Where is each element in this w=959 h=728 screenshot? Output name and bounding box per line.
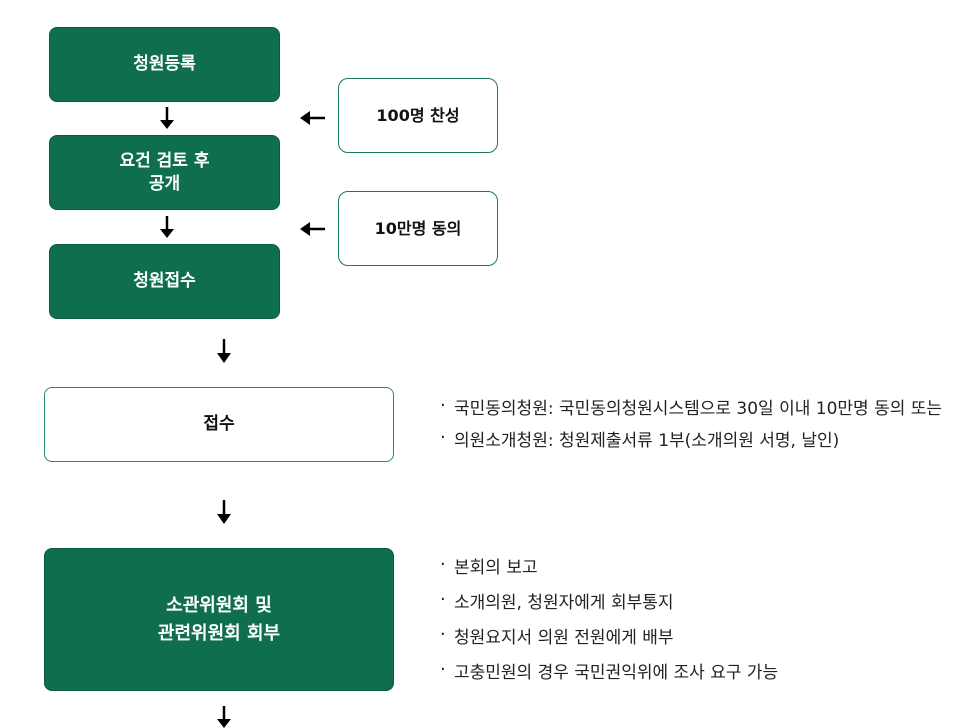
- note-item: 의원소개청원: 청원제출서류 1부(소개의원 서명, 날인): [440, 425, 945, 454]
- note-item: 소개의원, 청원자에게 회부통지: [440, 587, 945, 625]
- step-review-publish: 요건 검토 후 공개: [49, 135, 280, 210]
- step-petition-register: 청원등록: [49, 27, 280, 102]
- referral-notes: 본회의 보고 소개의원, 청원자에게 회부통지 청원요지서 의원 전원에게 배부…: [440, 552, 945, 695]
- note-item: 본회의 보고: [440, 552, 945, 590]
- left-arrow-icon: [300, 111, 325, 125]
- referral-box: 소관위원회 및 관련위원회 회부: [44, 548, 394, 691]
- note-item: 고충민원의 경우 국민권익위에 조사 요구 가능: [440, 657, 945, 695]
- down-arrow-icon: [217, 500, 231, 524]
- side-input-label: 100명 찬성: [376, 105, 460, 125]
- reception-label: 접수: [203, 414, 235, 435]
- down-arrow-icon: [217, 706, 231, 728]
- step-label: 요건 검토 후 공개: [119, 150, 210, 194]
- down-arrow-icon: [160, 216, 174, 238]
- step-petition-received: 청원접수: [49, 244, 280, 319]
- left-arrow-icon: [300, 222, 325, 236]
- step-label: 청원접수: [133, 271, 196, 292]
- down-arrow-icon: [217, 339, 231, 363]
- note-item: 청원요지서 의원 전원에게 배부: [440, 622, 945, 660]
- reception-box: 접수: [44, 387, 394, 462]
- side-input-100-approve: 100명 찬성: [338, 78, 498, 153]
- referral-label: 소관위원회 및 관련위원회 회부: [157, 594, 281, 644]
- side-input-label: 10만명 동의: [374, 218, 462, 238]
- down-arrow-icon: [160, 107, 174, 129]
- side-input-100k-agree: 10만명 동의: [338, 191, 498, 266]
- step-label: 청원등록: [133, 54, 196, 75]
- reception-notes: 국민동의청원: 국민동의청원시스템으로 30일 이내 10만명 동의 또는 의원…: [440, 393, 945, 454]
- note-item: 국민동의청원: 국민동의청원시스템으로 30일 이내 10만명 동의 또는: [440, 393, 945, 422]
